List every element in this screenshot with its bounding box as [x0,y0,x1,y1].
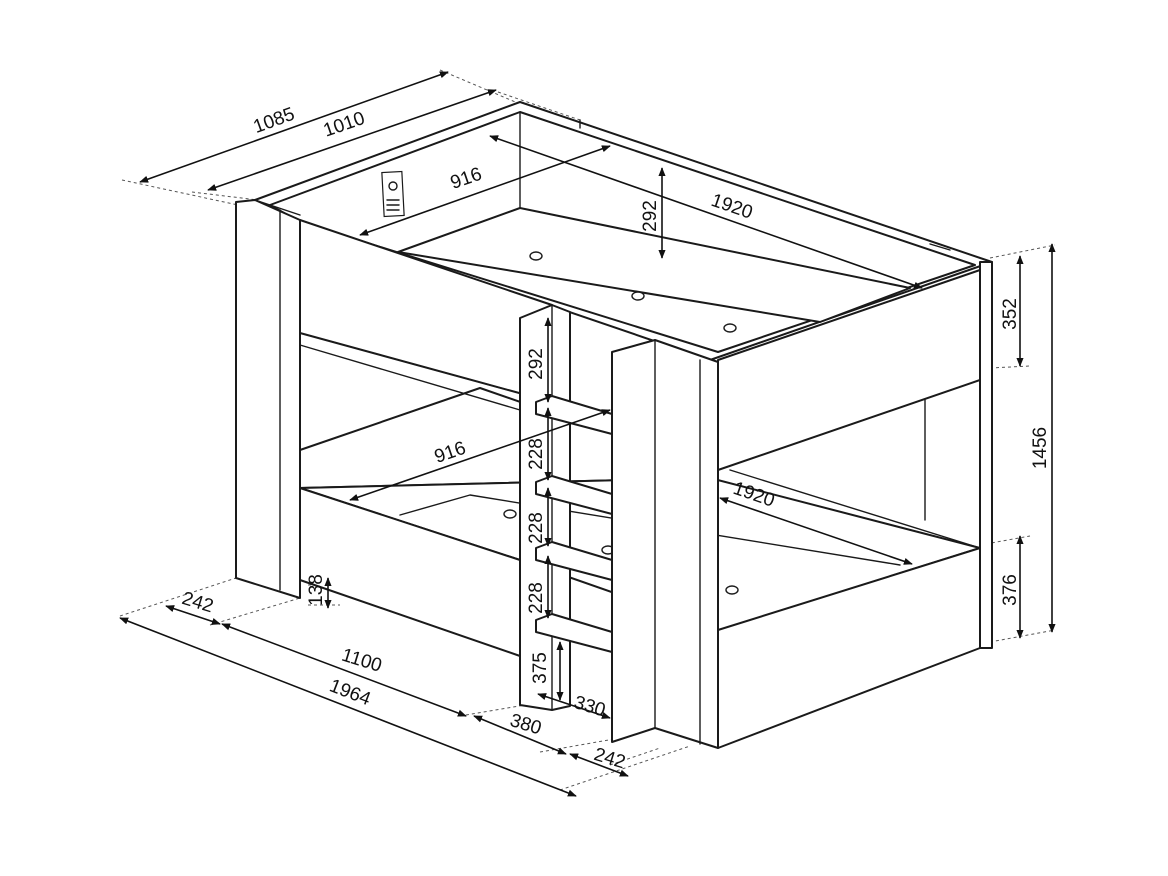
dim-total-height: 1456 [1030,427,1051,469]
dim-line [119,617,577,797]
dim-ladder-step-1: 228 [526,438,547,470]
dim-line [221,623,467,717]
right-rear-post [979,261,993,649]
slat-hole [631,291,645,301]
slat-hole [529,251,543,261]
dim-line [473,715,567,755]
dim-line [719,497,913,565]
slat-hole [723,323,737,333]
dim-line [349,409,611,501]
dim-top-end-height: 352 [1000,298,1021,330]
dim-lower-side-length: 1100 [339,645,384,677]
front-post [611,339,719,749]
slat-hole [503,509,517,519]
dim-line [489,135,923,289]
posts [235,199,993,749]
dim-lower-end-height: 376 [1000,574,1021,606]
dim-ladder-step-2: 228 [526,512,547,544]
dim-floor-clearance: 138 [306,574,327,606]
dim-right-post-width: 242 [591,744,627,773]
dim-ladder-bottom-step: 375 [530,652,551,684]
dim-line [207,89,497,191]
dim-ladder-opening: 380 [507,710,543,739]
slat-hole [725,585,739,595]
extension-lines [119,69,1056,791]
left-rear-post [235,199,301,599]
dim-line [569,753,629,777]
dim-total-length: 1964 [326,675,373,710]
dim-ladder-step-3: 228 [526,582,547,614]
dim-top-outer-depth: 1085 [251,104,298,138]
dim-top-guard-height: 292 [640,200,661,232]
dim-ladder-step-top: 292 [526,348,547,380]
dim-ladder-width: 330 [571,692,607,721]
